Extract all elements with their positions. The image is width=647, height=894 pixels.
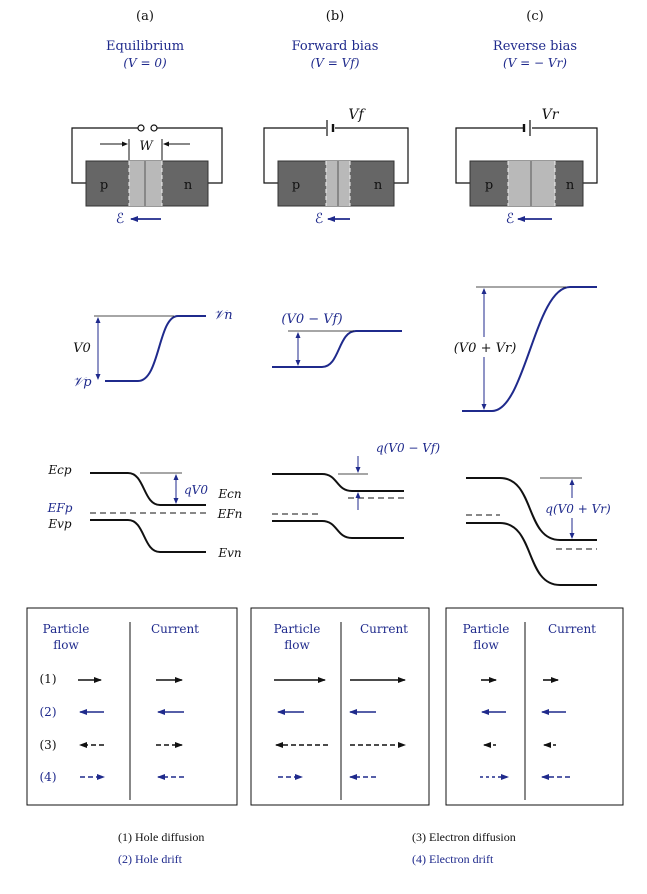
- wire-b-left: [263, 127, 326, 184]
- barrier-label-c-bg: [447, 337, 525, 357]
- barrier-label-a: V0: [73, 341, 91, 356]
- col-a-condition: (V = 0): [123, 56, 167, 70]
- potential-c: (V0 + Vr): [447, 286, 597, 412]
- potential-b: (V0 − Vf): [272, 312, 402, 368]
- flow-table-c: Particle flow Current: [445, 607, 624, 806]
- efp-label: EFp: [47, 501, 73, 515]
- conduction-band-c: [466, 477, 597, 541]
- col-c-condition: (V = − Vr): [503, 56, 567, 70]
- p-label-c: p: [485, 178, 493, 193]
- wire-a-left: [71, 127, 138, 184]
- n-label-b: n: [374, 178, 383, 193]
- band-barrier-label-c-bg: [540, 498, 616, 518]
- table-a-current-header: Current: [151, 622, 199, 636]
- table-c-current-header: Current: [548, 622, 596, 636]
- forward-voltage-label: Vf: [348, 107, 366, 123]
- potential-curve-b: [272, 330, 402, 368]
- field-symbol-b: ℰ: [315, 211, 323, 227]
- evn-label: Evn: [217, 546, 241, 560]
- band-diagram-b: q(V0 − Vf): [272, 441, 440, 539]
- field-symbol-a: ℰ: [116, 211, 124, 227]
- table-c-frame: [445, 607, 624, 806]
- n-side-potential-label: 𝒱n: [213, 308, 232, 323]
- legend-electron-drift: (4) Electron drift: [412, 852, 494, 866]
- ecn-label: Ecn: [217, 487, 241, 501]
- field-symbol-c: ℰ: [506, 211, 514, 227]
- n-label-c: n: [566, 178, 575, 193]
- header-c: (c) Reverse bias (V = − Vr): [493, 9, 577, 70]
- device-a: W p n ℰ: [71, 124, 223, 227]
- barrier-label-c: (V0 + Vr): [454, 341, 517, 356]
- legend-hole-diffusion: (1) Hole diffusion: [118, 830, 205, 844]
- open-terminal-right: [150, 124, 158, 132]
- band-barrier-label-c: q(V0 + Vr): [545, 502, 611, 516]
- row-label-4: (4): [40, 770, 57, 784]
- evp-label: Evp: [47, 517, 72, 531]
- table-b-frame: [250, 607, 430, 806]
- table-b-particle-header: Particle: [274, 622, 321, 636]
- valence-band-c: [466, 522, 597, 586]
- depletion-width-label: W: [139, 139, 154, 154]
- n-label-a: n: [184, 178, 193, 193]
- col-c-title: Reverse bias: [493, 39, 577, 54]
- col-c-letter: (c): [526, 9, 543, 24]
- col-b-letter: (b): [326, 9, 344, 24]
- wire-a-right: [157, 127, 223, 184]
- flow-table-b: Particle flow Current: [250, 607, 430, 806]
- table-b-flow-header: flow: [284, 638, 310, 652]
- table-c-particle-header: Particle: [463, 622, 510, 636]
- col-b-title: Forward bias: [292, 39, 379, 54]
- ecp-label: Ecp: [47, 463, 71, 477]
- header-a: (a) Equilibrium (V = 0): [106, 9, 184, 70]
- valence-band-b: [272, 520, 404, 539]
- reverse-voltage-label: Vr: [542, 107, 560, 123]
- efn-label: EFn: [217, 507, 243, 521]
- device-b: Vf p n ℰ: [263, 107, 409, 227]
- wire-c-right: [532, 127, 598, 184]
- col-b-condition: (V = Vf): [311, 56, 360, 70]
- wire-b-right: [335, 127, 409, 184]
- p-side-potential-label: 𝒱p: [72, 375, 92, 390]
- table-a-particle-header: Particle: [43, 622, 90, 636]
- band-barrier-label-b: q(V0 − Vf): [376, 441, 440, 455]
- p-label-a: p: [100, 178, 108, 193]
- band-diagram-c: q(V0 + Vr): [466, 477, 616, 586]
- potential-curve-c: [462, 286, 597, 412]
- flow-table-a: Particle flow Current: [26, 607, 238, 806]
- col-a-title: Equilibrium: [106, 39, 184, 54]
- row-label-3: (3): [40, 738, 57, 752]
- band-diagram-a: qV0 Ecp EFp Evp Ecn EFn Evn: [47, 463, 243, 560]
- table-a-frame: [26, 607, 238, 806]
- potential-a: V0 𝒱n 𝒱p: [72, 308, 232, 390]
- conduction-band-a: [90, 472, 206, 506]
- open-terminal-left: [137, 124, 145, 132]
- legend-electron-diffusion: (3) Electron diffusion: [412, 830, 516, 844]
- header-b: (b) Forward bias (V = Vf): [292, 9, 379, 70]
- valence-band-a: [90, 519, 206, 553]
- potential-curve-a: [105, 315, 206, 382]
- row-labels: (1) (2) (3) (4): [40, 672, 57, 784]
- wire-c-left: [455, 127, 523, 184]
- device-c: Vr p n ℰ: [455, 107, 598, 227]
- p-label-b: p: [292, 178, 300, 193]
- row-label-1: (1): [40, 672, 57, 686]
- row-label-2: (2): [40, 705, 57, 719]
- col-a-letter: (a): [136, 9, 154, 24]
- table-c-flow-header: flow: [473, 638, 499, 652]
- legend-hole-drift: (2) Hole drift: [118, 852, 182, 866]
- barrier-label-b: (V0 − Vf): [281, 312, 342, 327]
- band-barrier-label-a: qV0: [184, 483, 208, 497]
- table-b-current-header: Current: [360, 622, 408, 636]
- conduction-band-b: [272, 473, 404, 492]
- table-a-flow-header: flow: [53, 638, 79, 652]
